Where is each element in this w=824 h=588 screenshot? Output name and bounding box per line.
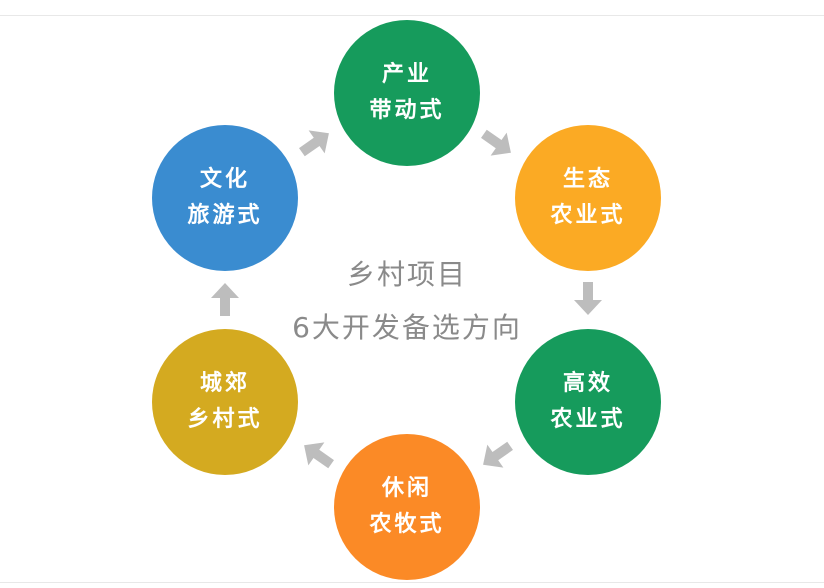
node-label: 生态: [562, 167, 613, 192]
node-leisure: 休闲农牧式: [334, 434, 480, 580]
node-culture: 文化旅游式: [152, 125, 298, 271]
arrow-icon: [481, 129, 511, 156]
node-label: 高效: [562, 371, 613, 396]
node-label: 乡村式: [187, 407, 263, 432]
node-label: 产业: [381, 62, 432, 87]
node-label: 旅游式: [187, 203, 263, 228]
arrow-icon: [304, 442, 334, 469]
node-ecology: 生态农业式: [515, 125, 661, 271]
arrow-icon: [574, 282, 602, 315]
center-title-line2: 6大开发备选方向: [292, 311, 522, 344]
arrow-icon: [299, 130, 329, 157]
node-label: 带动式: [369, 98, 445, 123]
node-label: 文化: [199, 167, 250, 192]
node-efficient: 高效农业式: [515, 329, 661, 475]
node-suburban: 城郊乡村式: [152, 329, 298, 475]
bottom-divider: [0, 582, 824, 583]
top-divider: [0, 15, 824, 16]
arrow-icon: [211, 283, 239, 316]
arrow-icon: [483, 441, 513, 468]
node-label: 农业式: [550, 203, 626, 228]
node-label: 城郊: [199, 371, 250, 396]
node-label: 农业式: [550, 407, 626, 432]
center-title-line1: 乡村项目: [346, 258, 467, 291]
node-label: 农牧式: [369, 512, 445, 537]
node-industry: 产业带动式: [334, 20, 480, 166]
node-label: 休闲: [381, 476, 432, 501]
